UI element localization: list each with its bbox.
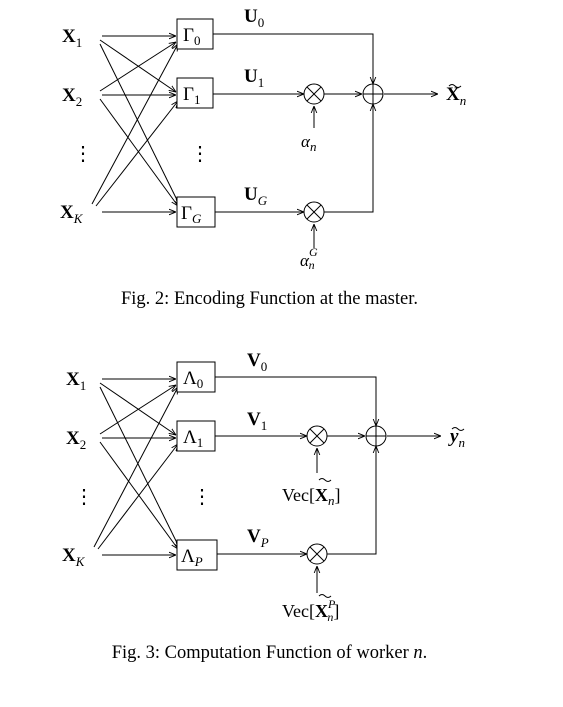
block-lambda-p — [176, 539, 218, 571]
output-label-v0: V0 — [247, 350, 267, 374]
input-label-x2: X2 — [62, 85, 82, 109]
summation-node — [362, 83, 384, 105]
multiplier-g — [303, 201, 325, 223]
block-gamma-g — [176, 196, 216, 228]
tilde-mark — [448, 84, 462, 88]
scalar-label-alpha-n: αn — [301, 132, 316, 154]
edge-multg-sum — [324, 104, 373, 213]
edge-x1-gg — [99, 43, 180, 206]
edge-u0-sum — [213, 33, 373, 84]
tilde-mark — [451, 427, 465, 431]
block-gamma-0 — [176, 18, 214, 50]
block-gamma-1-label: Γ1 — [183, 84, 200, 107]
block-gamma-g-label: ΓG — [181, 203, 202, 226]
edge-multp-sum — [327, 446, 376, 555]
block-vdots: ⋮ — [190, 143, 210, 165]
caption-fig2: Fig. 2: Encoding Function at the master. — [121, 289, 418, 309]
edge-x2-g0 — [99, 42, 176, 92]
result-label-x-tilde-n: Xn — [446, 84, 466, 108]
block-lambda-0-label: Λ0 — [183, 368, 203, 391]
input-vdots: ⋮ — [74, 486, 94, 508]
input-label-xk: XK — [60, 202, 84, 226]
block-gamma-1 — [176, 77, 214, 109]
result-label-y-tilde-n: yn — [448, 426, 465, 450]
edge-xk-l1 — [97, 444, 178, 550]
block-gamma-0-label: Γ0 — [183, 25, 200, 48]
block-lambda-1-label: Λ1 — [183, 427, 203, 450]
tilde-mark — [318, 594, 332, 598]
output-label-u1: U1 — [244, 66, 264, 90]
output-label-vp: VP — [247, 526, 269, 550]
edge-xk-g1 — [95, 101, 178, 207]
edge-x2-gg — [99, 98, 178, 206]
block-vdots: ⋮ — [192, 486, 212, 508]
edge-x2-l0 — [99, 385, 176, 435]
block-lambda-0 — [176, 361, 216, 393]
tilde-mark — [318, 478, 332, 482]
edge-xk-g0 — [91, 44, 178, 205]
figure-computation-function: X1 X2 ⋮ XK Λ0 Λ1 ⋮ ΛP — [0, 345, 563, 707]
input-label-x1: X1 — [62, 26, 82, 50]
block-lambda-1 — [176, 420, 216, 452]
output-label-u0: U0 — [244, 6, 264, 30]
encoding-diagram: X1 X2 ⋮ XK Γ0 Γ1 ⋮ ΓG — [60, 6, 466, 272]
block-lambda-p-label: ΛP — [181, 546, 203, 569]
edge-v0-sum — [215, 376, 376, 426]
summation-node — [365, 425, 387, 447]
multiplier-1 — [303, 83, 325, 105]
edge-x1-lp — [99, 386, 180, 549]
input-label-x2: X2 — [66, 428, 86, 452]
multiplier-p — [306, 543, 328, 565]
edge-xk-l0 — [93, 387, 178, 548]
input-label-x1: X1 — [66, 369, 86, 393]
output-label-v1: V1 — [247, 409, 267, 433]
vec-label-x-tilde-n: Vec[Xn] — [282, 485, 340, 508]
computation-diagram: X1 X2 ⋮ XK Λ0 Λ1 ⋮ ΛP — [62, 350, 465, 624]
input-vdots: ⋮ — [73, 143, 93, 165]
figure-encoding-function: X1 X2 ⋮ XK Γ0 Γ1 ⋮ ΓG — [0, 0, 563, 340]
caption-fig3: Fig. 3: Computation Function of worker n… — [111, 643, 428, 663]
multiplier-1 — [306, 425, 328, 447]
input-label-xk: XK — [62, 545, 86, 569]
output-label-ug: UG — [244, 184, 268, 208]
